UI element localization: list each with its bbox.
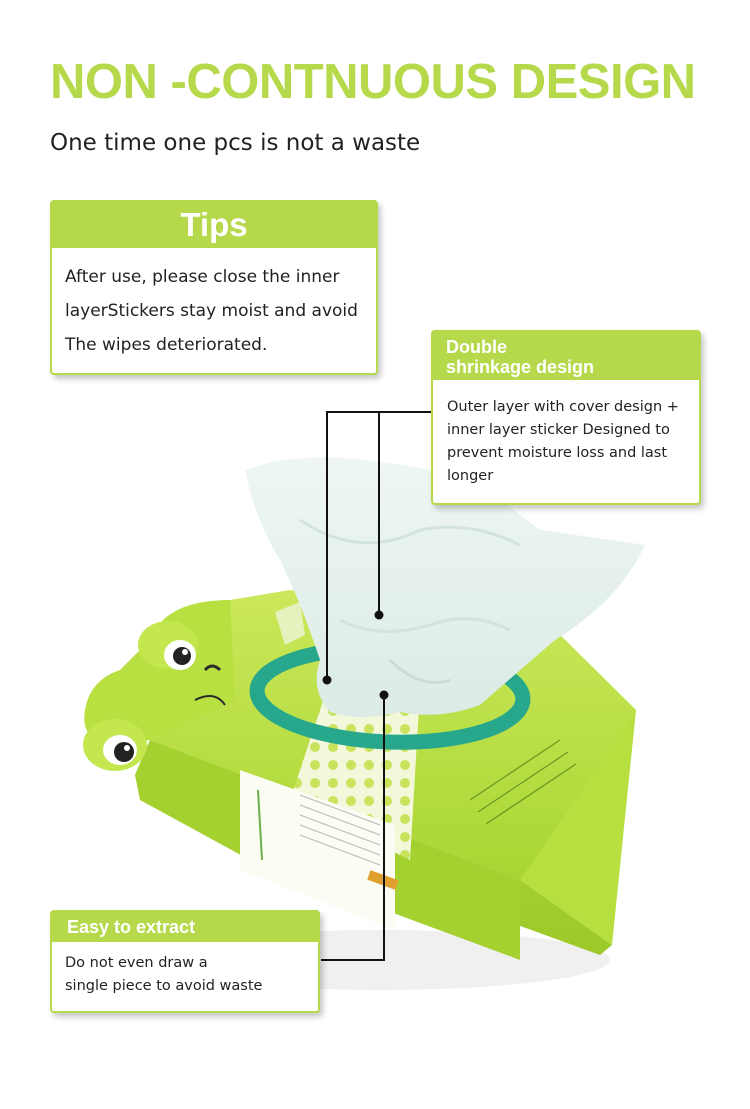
tips-line: The wipes deteriorated. (65, 335, 268, 355)
tips-card: Tips After use, please close the inner l… (50, 200, 378, 375)
tips-line: After use, please close the inner (65, 267, 340, 287)
frog-eye-icon (164, 640, 196, 670)
pointer-line-easy (321, 695, 385, 961)
easy-extract-body: Do not even draw a single piece to avoid… (52, 942, 318, 998)
easy-extract-title: Easy to extract (52, 912, 318, 942)
pointer-line-double (326, 411, 431, 680)
page-title: NON -CONTNUOUS DESIGN (50, 55, 696, 109)
pointer-dot (374, 610, 384, 620)
easy-extract-card: Easy to extract Do not even draw a singl… (50, 910, 320, 1013)
double-shrinkage-body: Outer layer with cover design + inner la… (447, 399, 679, 484)
double-shrinkage-title: Double shrinkage design (433, 332, 699, 380)
double-title-line: Double (446, 337, 507, 357)
page-subtitle: One time one pcs is not a waste (50, 130, 421, 156)
pointer-dot (322, 675, 332, 685)
double-title-line: shrinkage design (446, 357, 595, 377)
pointer-dot (379, 690, 389, 700)
easy-line: single piece to avoid waste (65, 978, 263, 994)
frog-eye-icon (103, 735, 137, 765)
double-shrinkage-card: Double shrinkage design Outer layer with… (431, 330, 701, 505)
frog-head (84, 600, 236, 745)
lid-opening-ring (249, 640, 531, 750)
product-label (240, 770, 395, 930)
tips-line: layerStickers stay moist and avoid (65, 301, 358, 321)
polka-dot-sticker (290, 680, 420, 860)
tips-title: Tips (52, 202, 376, 248)
package-crimp (520, 620, 636, 945)
tips-body: After use, please close the inner layerS… (52, 248, 376, 362)
easy-line: Do not even draw a (65, 955, 208, 971)
package-top (150, 590, 636, 880)
